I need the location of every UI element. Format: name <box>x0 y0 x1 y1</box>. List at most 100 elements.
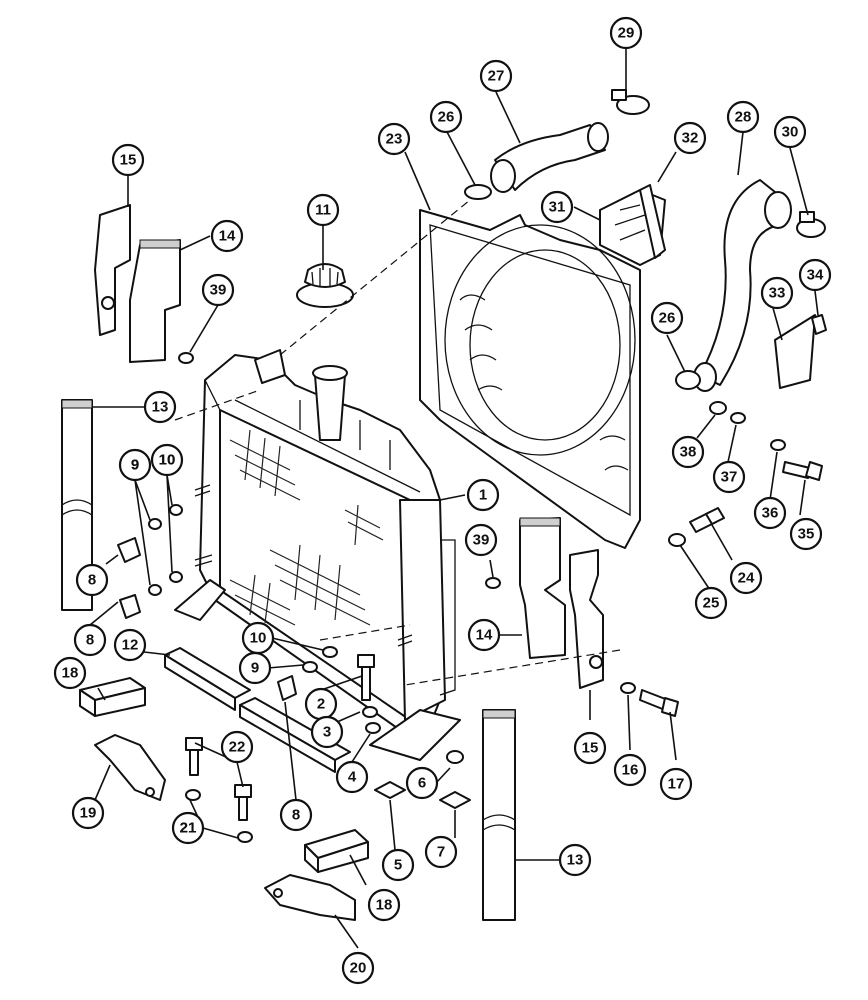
svg-text:28: 28 <box>735 109 752 126</box>
callout-10-c: 10 <box>159 452 176 469</box>
callout-1: 1 <box>466 478 500 512</box>
callout-13-b: 13 <box>558 843 592 877</box>
svg-text:4: 4 <box>348 769 357 786</box>
svg-text:38: 38 <box>680 444 697 461</box>
svg-text:2: 2 <box>317 696 325 713</box>
svg-text:23: 23 <box>386 131 403 148</box>
callout-15-a: 15 <box>111 143 145 177</box>
svg-text:24: 24 <box>738 570 755 587</box>
callout-22: 22 <box>220 730 254 764</box>
callout-33: 33 <box>760 276 794 310</box>
callout-14-a: 14 <box>210 219 244 253</box>
callout-35: 35 <box>789 517 823 551</box>
callout-30: 30 <box>773 115 807 149</box>
svg-text:14: 14 <box>219 228 236 245</box>
callout-9-c: 9 <box>131 457 139 474</box>
callout-21-b: 21 <box>180 820 197 837</box>
foam-strip-13-left <box>61 399 93 611</box>
svg-text:17: 17 <box>668 776 685 793</box>
callout-18-b: 18 <box>367 888 401 922</box>
foam-14-lower <box>519 517 566 659</box>
svg-text:26: 26 <box>438 109 455 126</box>
callout-29: 29 <box>609 16 643 50</box>
svg-text:8: 8 <box>292 807 300 824</box>
callout-20: 20 <box>341 951 375 985</box>
svg-text:9: 9 <box>251 660 259 677</box>
callout-15-b: 15 <box>573 731 607 765</box>
callout-32: 32 <box>673 121 707 155</box>
svg-text:21: 21 <box>180 820 197 837</box>
callout-24: 24 <box>729 561 763 595</box>
svg-text:10: 10 <box>159 452 176 469</box>
callout-6: 6 <box>405 766 439 800</box>
lower-hose <box>693 179 792 392</box>
svg-text:22: 22 <box>229 739 246 756</box>
svg-text:8: 8 <box>88 572 96 589</box>
hose-clamps <box>464 89 826 390</box>
bracket-15-lower <box>569 549 604 689</box>
svg-text:5: 5 <box>394 857 402 874</box>
callout-28: 28 <box>726 100 760 134</box>
callout-17: 17 <box>659 767 693 801</box>
callout-37: 37 <box>712 460 746 494</box>
assembly-lines <box>174 199 621 686</box>
svg-text:36: 36 <box>762 505 779 522</box>
svg-text:27: 27 <box>488 68 505 85</box>
svg-text:9: 9 <box>131 457 139 474</box>
svg-text:6: 6 <box>418 775 426 792</box>
bracket-19 <box>94 734 166 801</box>
svg-text:15: 15 <box>120 152 137 169</box>
callout-19: 19 <box>71 796 105 830</box>
callout-8-b: 8 <box>279 798 313 832</box>
svg-text:37: 37 <box>721 469 738 486</box>
foam-18-right <box>304 829 369 873</box>
callout-27: 27 <box>479 59 513 93</box>
callout-16: 16 <box>613 753 647 787</box>
callout-36: 36 <box>753 496 787 530</box>
bracket-15-upper <box>94 204 131 336</box>
callout-10-a: 10 <box>150 443 184 477</box>
baffle-plates <box>599 184 827 389</box>
svg-text:10: 10 <box>250 630 267 647</box>
svg-text:39: 39 <box>210 282 227 299</box>
svg-text:11: 11 <box>315 202 331 219</box>
svg-text:34: 34 <box>807 267 824 284</box>
callout-38: 38 <box>671 435 705 469</box>
callout-10-b: 10 <box>241 621 275 655</box>
foam-18-left <box>79 677 146 717</box>
callout-34: 34 <box>798 258 832 292</box>
callouts: 1 2 3 4 5 6 7 8 8 8 9 9 9 10 10 10 11 12… <box>53 16 832 985</box>
callout-2: 2 <box>304 687 338 721</box>
svg-text:19: 19 <box>80 805 97 822</box>
callout-21-a: 21 <box>171 811 205 845</box>
svg-text:14: 14 <box>476 627 493 644</box>
callout-3: 3 <box>310 715 344 749</box>
svg-text:21: 21 <box>180 820 197 837</box>
callout-8-c: 8 <box>75 563 109 597</box>
svg-text:12: 12 <box>122 637 139 654</box>
svg-text:39: 39 <box>473 532 490 549</box>
callout-7: 7 <box>424 835 458 869</box>
svg-text:33: 33 <box>769 285 786 302</box>
callout-39-b: 39 <box>464 523 498 557</box>
fasteners <box>117 352 823 843</box>
svg-text:20: 20 <box>350 960 367 977</box>
callout-12: 12 <box>113 628 147 662</box>
callout-5: 5 <box>381 848 415 882</box>
svg-text:9: 9 <box>131 457 139 474</box>
leader-lines <box>89 48 819 949</box>
svg-text:32: 32 <box>682 130 699 147</box>
callout-26-b: 26 <box>650 301 684 335</box>
callout-25: 25 <box>694 586 728 620</box>
svg-text:18: 18 <box>376 897 393 914</box>
svg-text:13: 13 <box>567 852 584 869</box>
svg-text:15: 15 <box>582 740 599 757</box>
radiator <box>174 349 461 761</box>
svg-text:7: 7 <box>437 844 445 861</box>
radiator-cap <box>296 263 354 308</box>
callout-8-a: 8 <box>73 623 107 657</box>
callout-4: 4 <box>335 760 369 794</box>
callout-39-a: 39 <box>201 273 235 307</box>
callout-13-a: 13 <box>143 390 177 424</box>
